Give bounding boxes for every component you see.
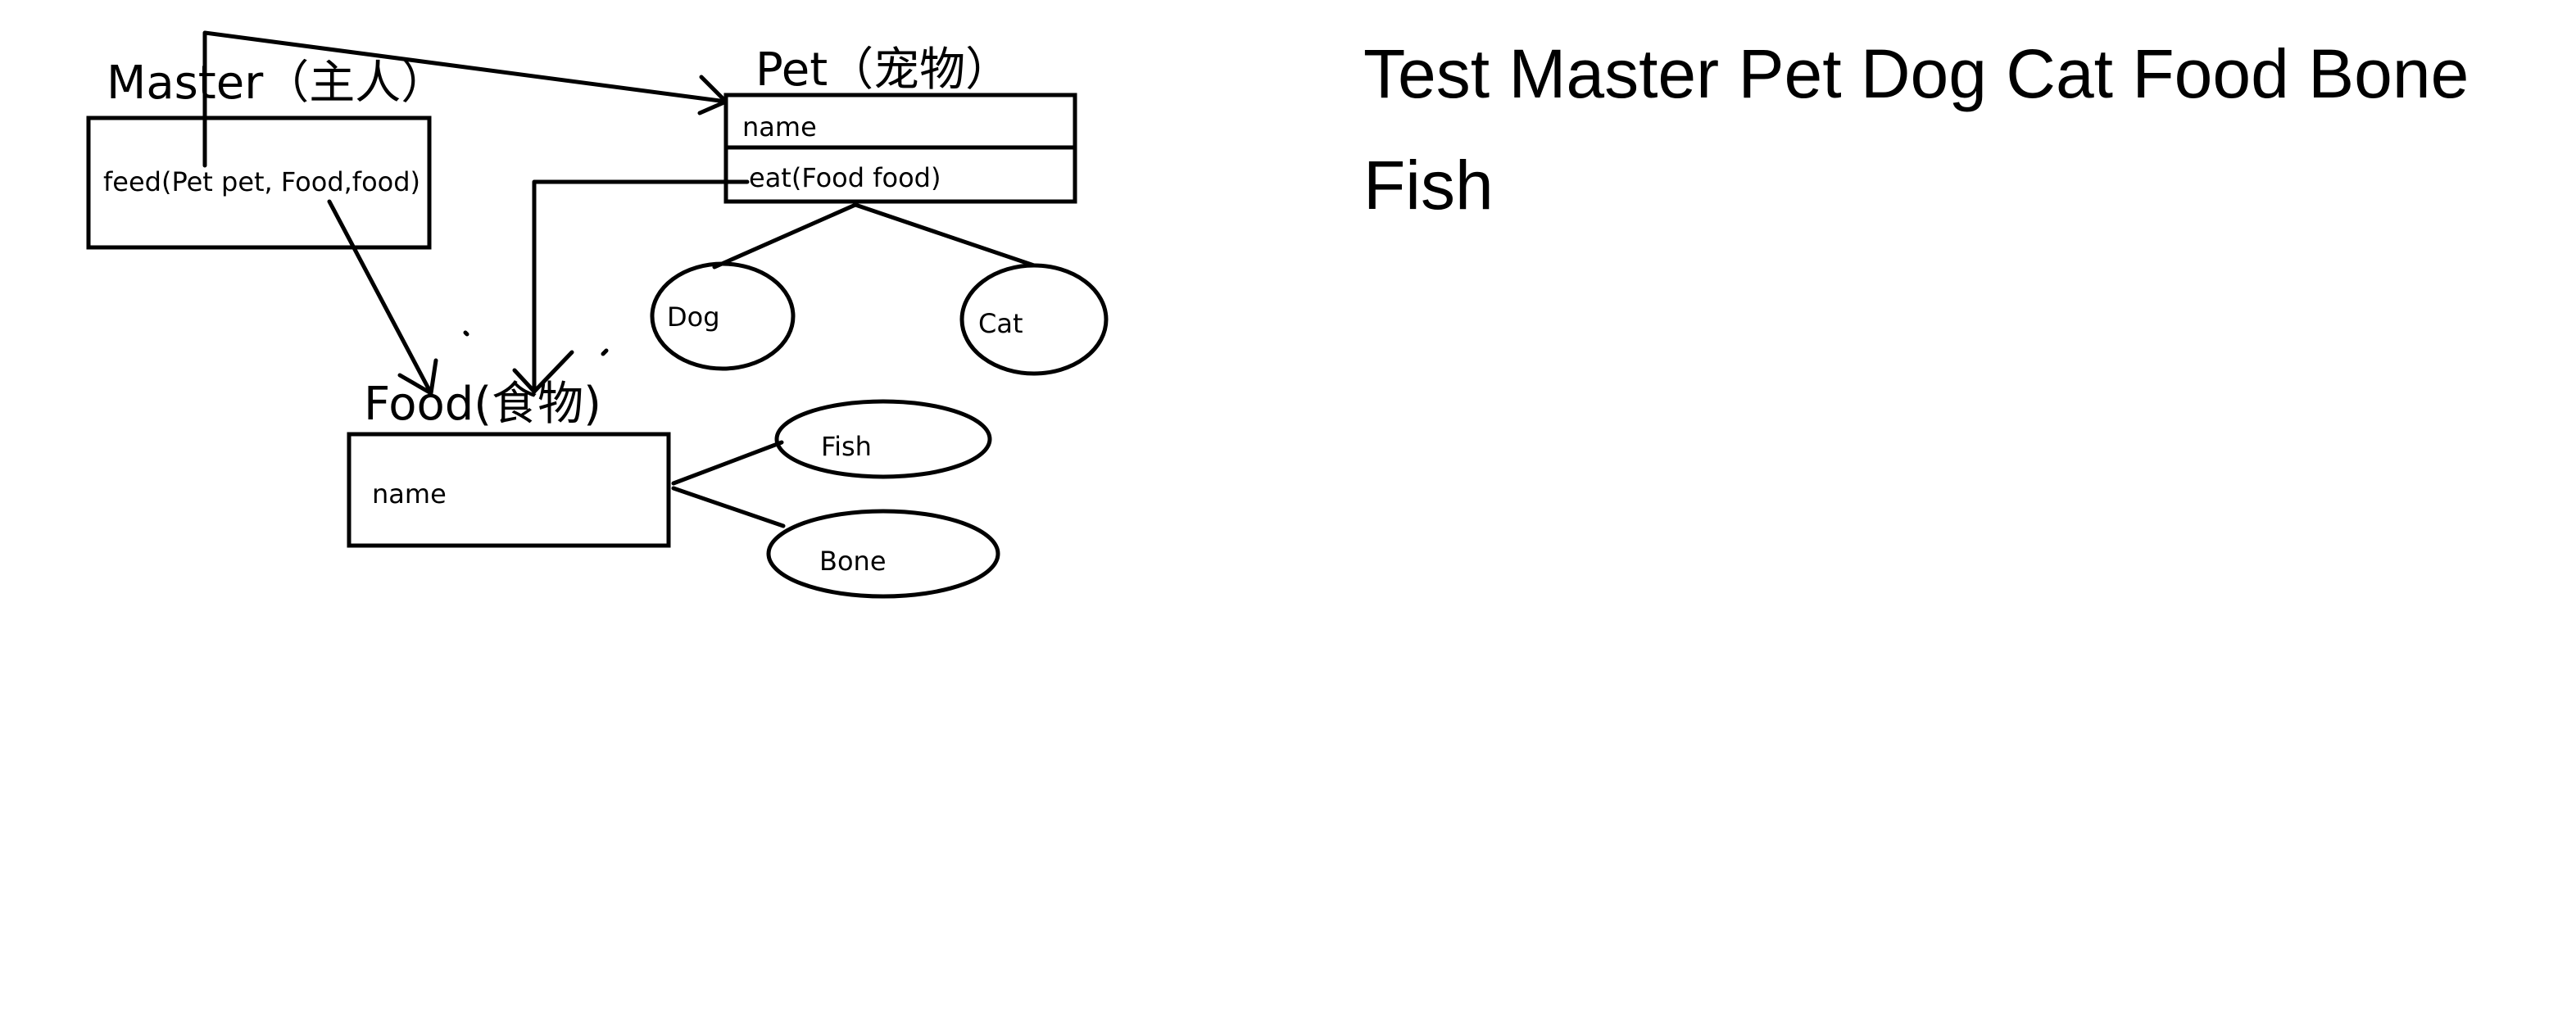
food-title: Food(食物): [364, 378, 601, 431]
pet-method: eat(Food food): [749, 162, 941, 193]
master-to-pet-arrow: [202, 30, 728, 168]
master-food-arrowhead: [397, 358, 438, 396]
pet-title: Pet（宠物）: [755, 43, 1011, 97]
food-field: name: [372, 478, 447, 510]
master-title: Master（主人）: [107, 57, 447, 110]
fish-node: Fish: [774, 399, 992, 479]
bone-label: Bone: [819, 546, 887, 577]
food-box: [347, 432, 671, 548]
note-text: Test Master Pet Dog Cat Food Bone Fish: [1363, 35, 2469, 224]
pet-to-food-arrow: [512, 179, 750, 394]
master-food-line: [327, 199, 433, 396]
bone-node: Bone: [766, 509, 1000, 599]
pet-field: name: [742, 111, 817, 143]
stray-marks: [463, 330, 609, 356]
food-bone-line: [671, 486, 786, 528]
master-to-food-arrow: [327, 199, 438, 396]
pet-class: Pet（宠物） name eat(Food food): [723, 43, 1077, 204]
food-class: Food(食物) name: [347, 378, 671, 548]
dog-node: Dog: [650, 261, 796, 371]
pet-food-line: [532, 179, 750, 394]
fish-label: Fish: [821, 431, 872, 462]
dog-label: Dog: [667, 301, 720, 333]
bone-ellipse: [766, 509, 1000, 599]
fish-ellipse: [774, 399, 992, 479]
master-pet-line: [202, 30, 728, 168]
food-fish-line: [671, 440, 784, 486]
master-method: feed(Pet pet, Food,food): [103, 166, 420, 197]
cat-label: Cat: [978, 308, 1023, 339]
master-pet-arrowhead: [697, 75, 728, 116]
pet-cat-line: [853, 202, 1036, 268]
food-inheritance-lines: [671, 440, 786, 528]
master-box: [86, 116, 432, 250]
cat-node: Cat: [959, 263, 1109, 376]
pet-dog-line: [712, 202, 858, 270]
master-class: Master（主人） feed(Pet pet, Food,food): [86, 57, 447, 250]
pet-food-arrowhead: [512, 350, 574, 394]
stray-mark: [601, 348, 609, 356]
pet-inheritance-lines: [712, 202, 1036, 270]
stray-mark: [463, 330, 469, 337]
